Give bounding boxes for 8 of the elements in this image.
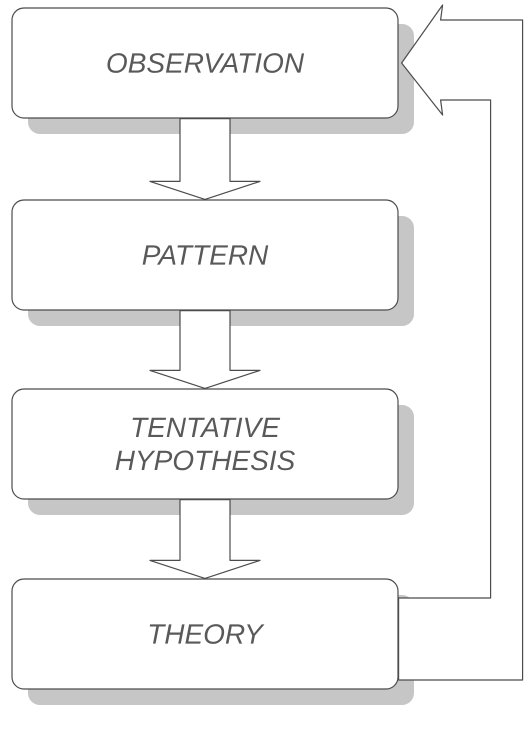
block-arrow [398,4,524,681]
process-box: TENTATIVE HYPOTHESIS [11,388,399,500]
block-arrow [149,310,261,389]
process-box: PATTERN [11,199,399,311]
block-arrow [149,118,261,200]
process-box: OBSERVATION [11,7,399,119]
process-box: THEORY [11,578,399,690]
block-arrow [149,499,261,579]
